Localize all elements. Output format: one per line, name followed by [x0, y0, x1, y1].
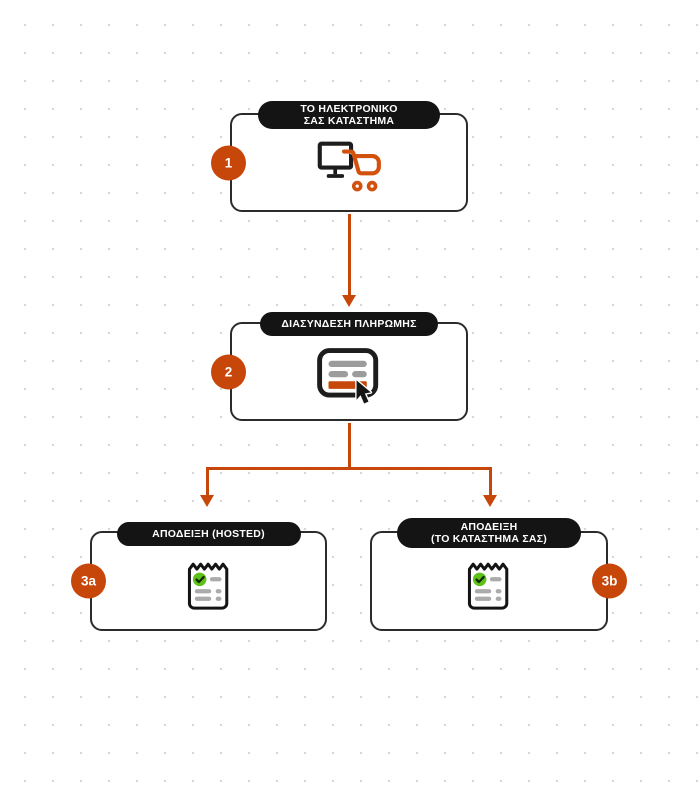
node-title-line: ΣΑΣ ΚΑΤΑΣΤΗΜΑ [303, 115, 395, 127]
step-badge-label: 3a [80, 573, 97, 589]
arrow-store-to-payment-line [348, 214, 351, 297]
node-title-line: ΑΠΟΔΕΙΞΗ (HOSTED) [152, 528, 265, 540]
node-title-pill: ΑΠΟΔΕΙΞΗ (ΤΟ ΚΑΤΑΣΤΗΜΑ ΣΑΣ) [397, 518, 581, 548]
node-title-pill: ΔΙΑΣΥΝΔΕΣΗ ΠΛΗΡΩΜΗΣ [260, 312, 438, 336]
arrow-to-receipt-hosted-line [206, 467, 209, 496]
step-badge-3a: 3a [71, 563, 106, 599]
node-receipt-your-store: ΑΠΟΔΕΙΞΗ (ΤΟ ΚΑΤΑΣΤΗΜΑ ΣΑΣ) 3b [370, 518, 627, 631]
step-badge-1: 1 [211, 145, 246, 180]
step-badge-label: 1 [224, 155, 233, 170]
step-badge-label: 3b [601, 573, 618, 589]
node-title-pill: ΤΟ ΗΛΕΚΤΡΟΝΙΚΟ ΣΑΣ ΚΑΤΑΣΤΗΜΑ [258, 101, 440, 129]
node-payment-interface: ΔΙΑΣΥΝΔΕΣΗ ΠΛΗΡΩΜΗΣ 2 [211, 312, 468, 421]
arrow-to-receipt-store-line [489, 467, 492, 496]
branch-horizontal-line [206, 467, 492, 470]
node-online-store: ΤΟ ΗΛΕΚΤΡΟΝΙΚΟ ΣΑΣ ΚΑΤΑΣΤΗΜΑ 1 [211, 101, 468, 212]
arrow-to-receipt-store-head [483, 495, 497, 507]
node-receipt-hosted: ΑΠΟΔΕΙΞΗ (HOSTED) 3a [71, 522, 327, 631]
step-badge-3b: 3b [592, 563, 627, 599]
monitor-cart-icon [316, 140, 382, 196]
node-title-line: (ΤΟ ΚΑΤΑΣΤΗΜΑ ΣΑΣ) [430, 533, 548, 545]
receipt-check-icon [185, 560, 233, 612]
arrow-to-receipt-hosted-head [200, 495, 214, 507]
node-title-line: ΔΙΑΣΥΝΔΕΣΗ ΠΛΗΡΩΜΗΣ [281, 318, 417, 330]
receipt-check-icon [465, 560, 513, 612]
step-badge-2: 2 [211, 354, 246, 389]
node-title-pill: ΑΠΟΔΕΙΞΗ (HOSTED) [116, 522, 301, 546]
payment-form-cursor-icon [316, 347, 382, 405]
branch-stem-line [348, 423, 351, 469]
node-title-line: ΑΠΟΔΕΙΞΗ [460, 521, 518, 533]
node-title-line: ΤΟ ΗΛΕΚΤΡΟΝΙΚΟ [300, 103, 398, 115]
step-badge-label: 2 [224, 364, 233, 379]
arrow-store-to-payment-head [342, 295, 356, 307]
